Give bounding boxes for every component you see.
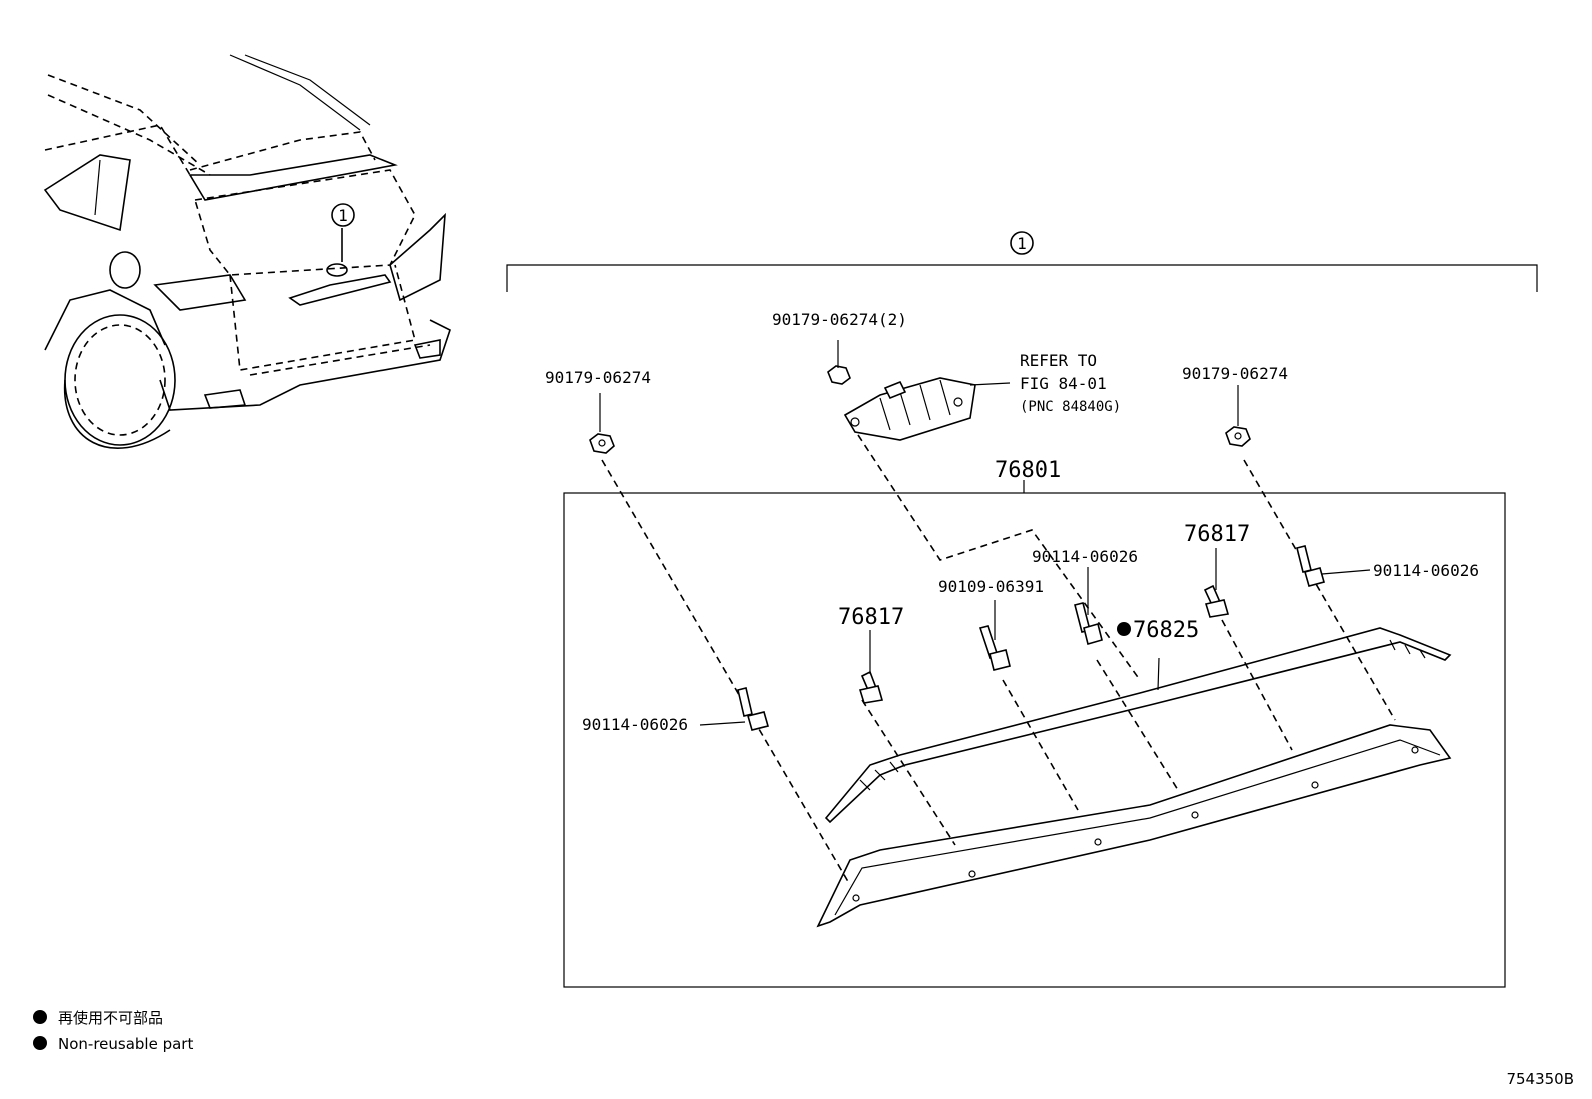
drawing-number: 754350B bbox=[1506, 1070, 1574, 1088]
label-clip-right: 76817 bbox=[1184, 522, 1250, 547]
seal-nonreusable-dot bbox=[1117, 622, 1131, 636]
vehicle-callout-circle bbox=[331, 203, 355, 227]
assembly-box bbox=[563, 492, 1506, 988]
label-nut-center: 90179-06274(2) bbox=[772, 310, 907, 329]
label-screw-center: 90114-06026 bbox=[1032, 547, 1138, 566]
label-refer-line3: (PNC 84840G) bbox=[1020, 399, 1121, 415]
vehicle-rear-illustration: 1 bbox=[43, 54, 451, 449]
label-screw-right: 90114-06026 bbox=[1373, 561, 1479, 580]
nut-center-icon bbox=[827, 365, 851, 385]
screw-center-icon bbox=[1074, 602, 1103, 645]
screw-right-icon bbox=[1296, 545, 1325, 587]
legend-dot-en bbox=[33, 1036, 47, 1050]
dash-center-screw bbox=[1096, 659, 1179, 791]
label-assembly: 76801 bbox=[995, 458, 1061, 483]
label-bolt-center: 90109-06391 bbox=[938, 577, 1044, 596]
clip-left-icon bbox=[858, 670, 884, 704]
label-nut-right: 90179-06274 bbox=[1182, 364, 1288, 383]
dash-center-nut bbox=[857, 434, 1141, 681]
clip-right-icon bbox=[1203, 584, 1230, 618]
dash-left-clip bbox=[861, 699, 956, 846]
garnish-lower-panel bbox=[816, 724, 1452, 928]
dash-center-bolt bbox=[1002, 679, 1079, 811]
legend-text-en: Non-reusable part bbox=[58, 1035, 193, 1053]
garnish-upper-strip bbox=[824, 627, 1452, 824]
dash-right-clip bbox=[1221, 619, 1293, 751]
label-refer-line2: FIG 84-01 bbox=[1020, 374, 1107, 393]
vehicle-callout-number: 1 bbox=[338, 206, 348, 225]
camera-assembly-icon bbox=[843, 377, 976, 441]
group-callout-number: 1 bbox=[1017, 234, 1027, 253]
label-nut-left: 90179-06274 bbox=[545, 368, 651, 387]
legend-dot-ja bbox=[33, 1010, 47, 1024]
seal-leader bbox=[1157, 657, 1160, 691]
label-seal: 76825 bbox=[1133, 618, 1199, 643]
group-bracket: 1 bbox=[506, 231, 1538, 292]
screw-left-icon bbox=[737, 687, 769, 731]
label-clip-left: 76817 bbox=[838, 605, 904, 630]
label-refer-line1: REFER TO bbox=[1020, 351, 1097, 370]
dash-right-nut bbox=[1243, 459, 1396, 721]
dash-left-nut bbox=[601, 459, 851, 886]
nut-right-icon bbox=[1225, 426, 1251, 447]
nut-left-icon bbox=[589, 433, 615, 454]
legend-text-ja: 再使用不可部品 bbox=[58, 1009, 163, 1027]
bolt-center-icon bbox=[978, 625, 1011, 671]
label-screw-left: 90114-06026 bbox=[582, 715, 688, 734]
group-callout-circle bbox=[1010, 231, 1034, 255]
legend: 再使用不可部品 Non-reusable part bbox=[33, 1009, 193, 1053]
